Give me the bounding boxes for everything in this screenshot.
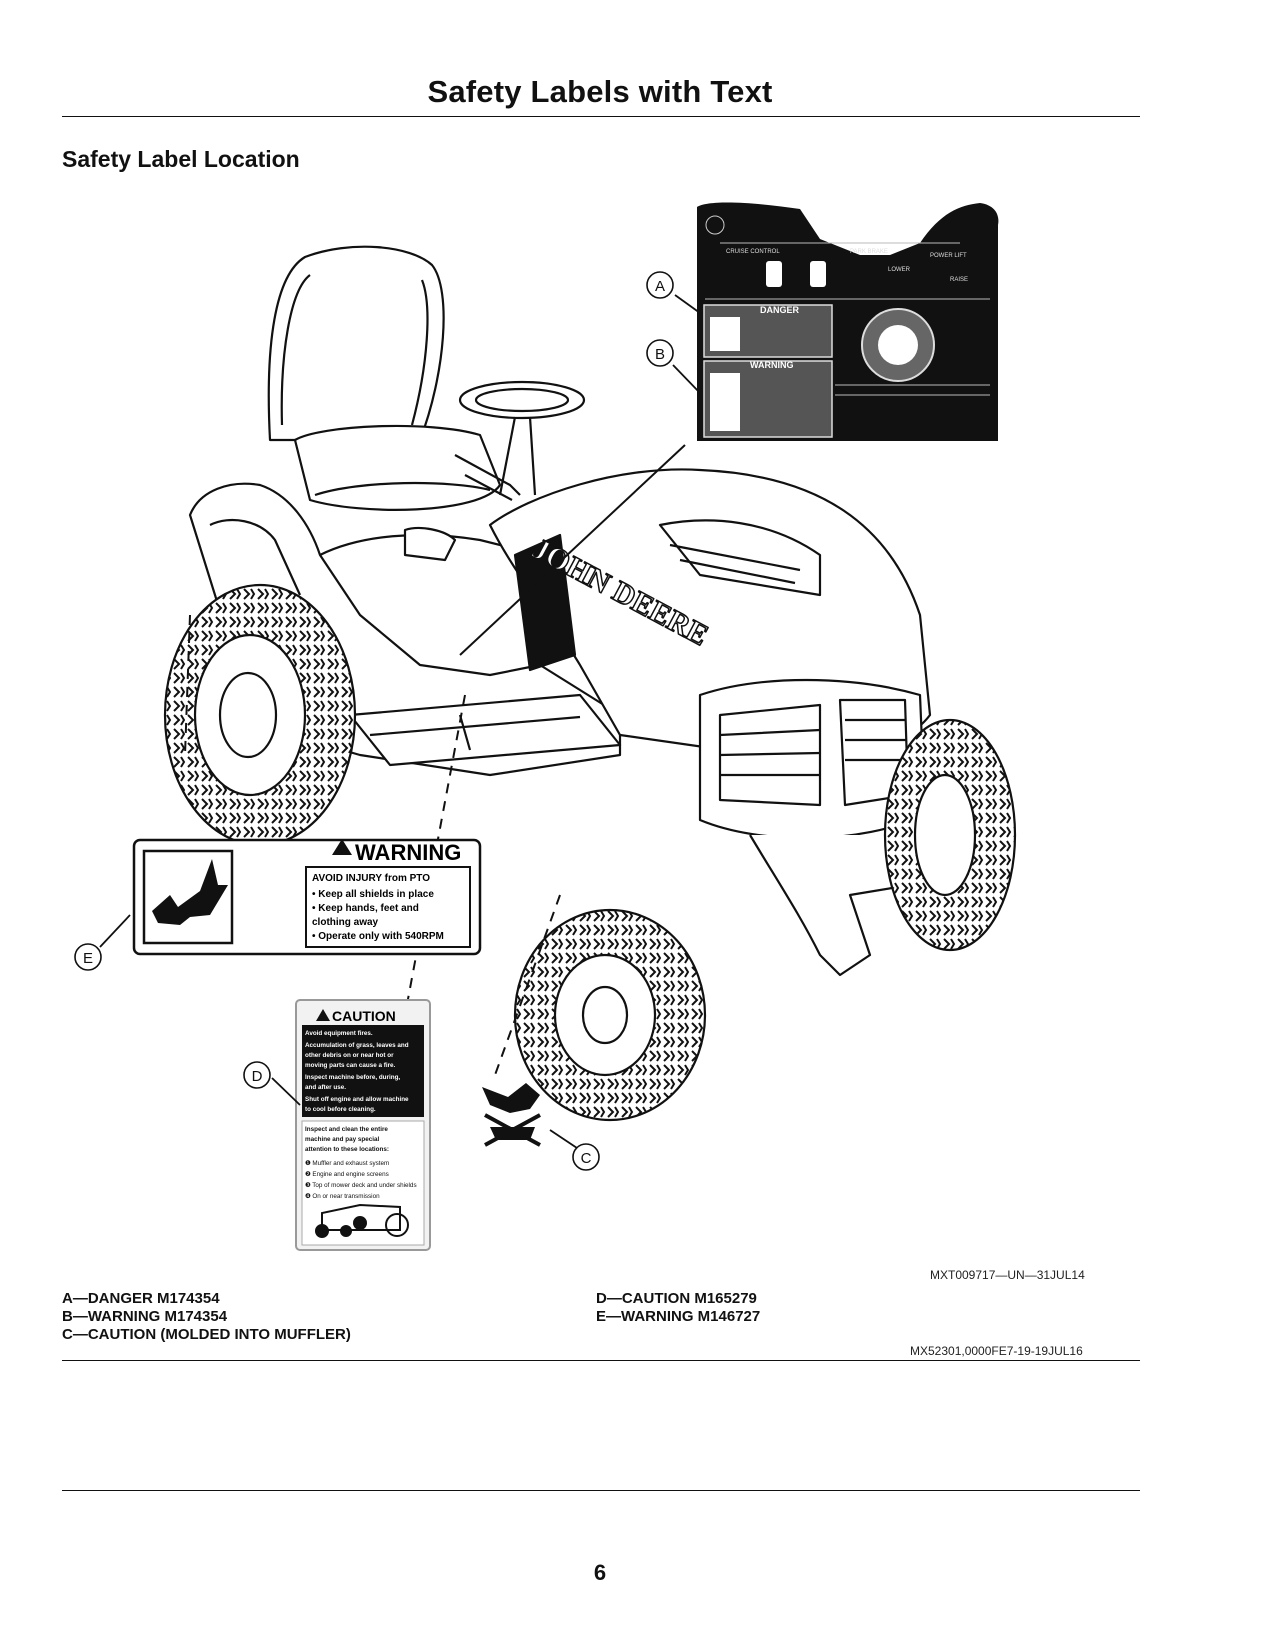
- label-d-item-2: ❷ Engine and engine screens: [305, 1171, 389, 1178]
- decal-d: CAUTION Avoid equipment fires. Accumulat…: [295, 999, 431, 1251]
- label-e-subheader: AVOID INJURY from PTO: [312, 873, 430, 884]
- legend-right: D—CAUTION M165279 E—WARNING M146727: [596, 1290, 760, 1326]
- safety-label-figure: JOHN DEERE DANGER WARNING CRUISE CONTROL…: [60, 195, 1160, 1325]
- label-d-dark-3: other debris on or near hot or: [305, 1052, 394, 1059]
- legend-left: A—DANGER M174354 B—WARNING M174354 C—CAU…: [62, 1290, 351, 1344]
- page-number: 6: [593, 1560, 607, 1585]
- image-reference: MXT009717—UN—31JUL14: [930, 1268, 1085, 1282]
- label-d-header: CAUTION: [332, 1008, 396, 1024]
- callout-b: B: [655, 346, 665, 363]
- label-d-dark-6: and after use.: [305, 1084, 346, 1091]
- decal-a-b: DANGER WARNING CRUISE CONTROL PARK BRAKE…: [697, 202, 999, 441]
- callout-e: E: [83, 950, 93, 967]
- raise-label: RAISE: [950, 277, 968, 283]
- cruise-control-label: CRUISE CONTROL: [726, 249, 780, 255]
- callout-d: D: [252, 1068, 263, 1085]
- label-d-dark-5: Inspect machine before, during,: [305, 1074, 400, 1081]
- legend-item-e: E—WARNING M146727: [596, 1308, 761, 1325]
- danger-header-a: DANGER: [760, 305, 800, 315]
- label-e-line-2: • Keep hands, feet and: [312, 903, 419, 914]
- callout-a: A: [655, 278, 665, 295]
- park-brake-label: PARK BRAKE: [850, 249, 888, 255]
- label-d-light-2: machine and pay special: [305, 1136, 379, 1143]
- label-e-line-4: • Operate only with 540RPM: [312, 931, 444, 942]
- label-e-line-1: • Keep all shields in place: [312, 889, 434, 900]
- legend-item-d: D—CAUTION M165279: [596, 1290, 757, 1307]
- document-reference: MX52301,0000FE7-19-19JUL16: [910, 1344, 1083, 1358]
- legend-item-a: A—DANGER M174354: [62, 1290, 220, 1307]
- section-title: Safety Label Location: [62, 146, 300, 172]
- label-e-header: WARNING: [355, 840, 461, 865]
- legend-item-b: B—WARNING M174354: [62, 1308, 228, 1325]
- lower-label: LOWER: [888, 267, 911, 273]
- label-d-dark-8: to cool before cleaning.: [305, 1106, 376, 1113]
- legend-item-c: C—CAUTION (MOLDED INTO MUFFLER): [62, 1326, 351, 1343]
- page-title: Safety Labels with Text: [427, 74, 773, 109]
- label-d-item-4: ❹ On or near transmission: [305, 1193, 380, 1200]
- footer-rule: [62, 1490, 1140, 1491]
- label-d-dark-4: moving parts can cause a fire.: [305, 1062, 396, 1069]
- decal-e: WARNING AVOID INJURY from PTO • Keep all…: [132, 838, 482, 956]
- label-d-item-3: ❸ Top of mower deck and under shields: [305, 1182, 417, 1189]
- label-d-dark-1: Avoid equipment fires.: [305, 1030, 373, 1037]
- warning-header-b: WARNING: [750, 360, 794, 370]
- label-e-line-3: clothing away: [312, 917, 379, 928]
- section-end-rule: [62, 1360, 1140, 1361]
- tractor-illustration: JOHN DEERE DANGER WARNING CRUISE CONTROL…: [74, 202, 1017, 1251]
- callout-c: C: [581, 1150, 592, 1167]
- label-d-dark-2: Accumulation of grass, leaves and: [305, 1042, 409, 1049]
- label-d-item-1: ❶ Muffler and exhaust system: [305, 1160, 389, 1167]
- decal-c: [482, 1083, 541, 1147]
- tractor-drawing: JOHN DEERE: [163, 245, 1017, 1122]
- title-rule: [62, 116, 1140, 117]
- power-lift-label: POWER LIFT: [930, 253, 967, 259]
- label-d-light-3: attention to these locations:: [305, 1146, 389, 1153]
- label-d-light-1: Inspect and clean the entire: [305, 1126, 388, 1133]
- label-d-dark-7: Shut off engine and allow machine: [305, 1096, 409, 1103]
